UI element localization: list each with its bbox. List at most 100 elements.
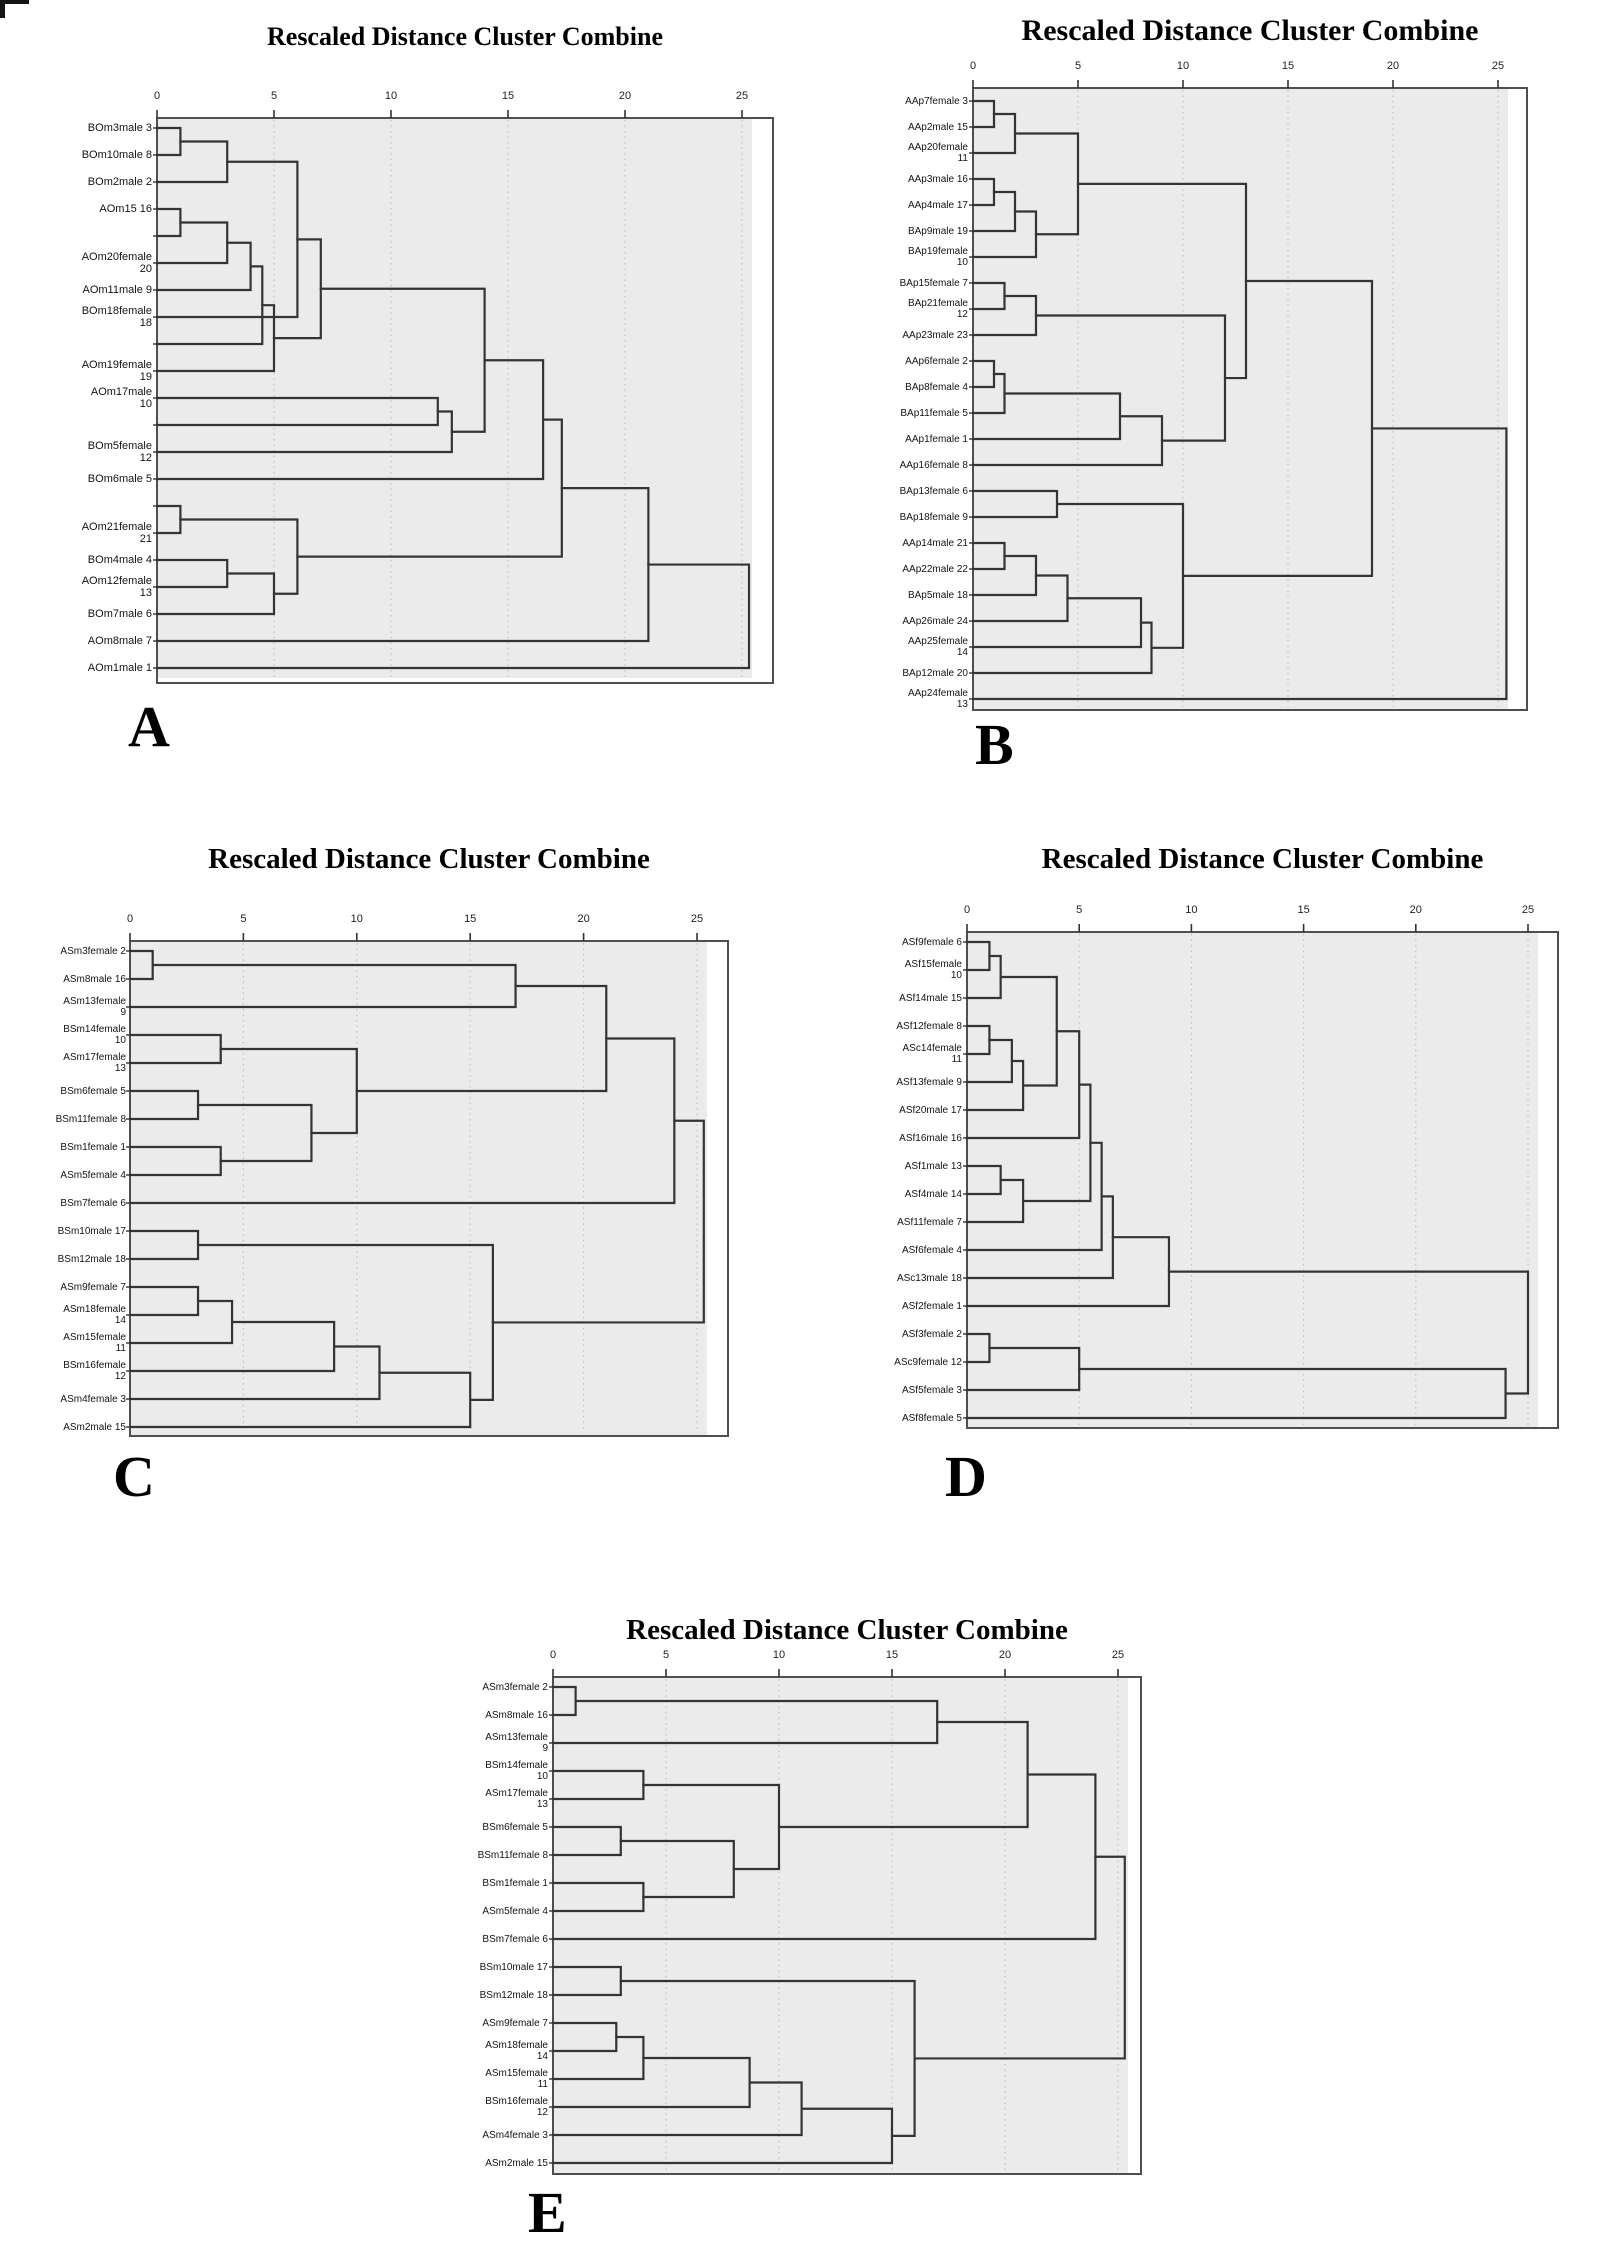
leaf-label: ASf13female 9 [896, 1076, 962, 1088]
dendrogram-link [155, 563, 751, 670]
axis-tick-label: 0 [126, 913, 134, 925]
leaf-label: ASm17female 13 [485, 1788, 548, 1810]
axis-tick-label: 15 [464, 913, 477, 925]
panel-E-plot [549, 1669, 1142, 2175]
panel-C-plot [126, 933, 729, 1437]
leaf-label: ASf20male 17 [899, 1104, 962, 1116]
axis-tick-label: 15 [1281, 60, 1295, 72]
leaf-label: ASc9female 12 [894, 1356, 962, 1368]
leaf-label: ASm4female 3 [60, 1393, 126, 1405]
axis-tick-label: 10 [1176, 60, 1190, 72]
leaf-label: BSm10male 17 [57, 1225, 126, 1237]
leaf-label: ASf1male 13 [904, 1160, 962, 1172]
axis-tick-label: 20 [577, 913, 590, 925]
leaf-label: BAp12male 20 [902, 667, 968, 679]
axis-tick-label: 20 [1409, 904, 1422, 916]
axis-tick-label: 0 [963, 904, 971, 916]
leaf-label: BOm6male 5 [87, 473, 152, 485]
leaf-label: ASf16male 16 [899, 1132, 962, 1144]
leaf-label: BOm18female 18 [81, 305, 152, 329]
leaf-label: ASm18female 14 [63, 1304, 126, 1326]
axis-tick-label: 0 [969, 60, 977, 72]
leaf-label: ASm5female 4 [60, 1169, 126, 1181]
leaf-label: AAp22male 22 [902, 563, 968, 575]
leaf-label: ASm13female 9 [485, 1732, 548, 1754]
leaf-label: BAp9male 19 [907, 225, 968, 237]
panel-e-letter: E [528, 2180, 567, 2245]
leaf-label: AAp4male 17 [907, 199, 968, 211]
leaf-label: AAp24female 13 [907, 688, 968, 710]
axis-tick-label: 0 [153, 90, 161, 102]
panel-d-title: Rescaled Distance Cluster Combine [1041, 843, 1484, 875]
leaf-label: BAp18female 9 [899, 511, 968, 523]
leaf-label: ASm17female 13 [63, 1052, 126, 1074]
leaf-label: ASm2male 15 [485, 2157, 548, 2169]
leaf-label: AAp7female 3 [905, 95, 968, 107]
leaf-label: AAp1female 1 [905, 433, 968, 445]
leaf-label: ASf6female 4 [901, 1244, 962, 1256]
leaf-label: BSm7female 6 [482, 1933, 548, 1945]
leaf-label: AAp20female 11 [907, 142, 968, 164]
leaf-label: AAp2male 15 [907, 121, 968, 133]
axis-tick-label: 0 [549, 1649, 557, 1661]
axis-tick-label: 15 [501, 90, 515, 102]
axis-tick-label: 15 [1297, 904, 1310, 916]
leaf-label: BSm11female 8 [477, 1849, 548, 1861]
leaf-label: ASm8male 16 [485, 1709, 548, 1721]
leaf-label: ASm15female 11 [485, 2068, 548, 2090]
corner-mark [0, 0, 29, 18]
leaf-label: AAp26male 24 [902, 615, 968, 627]
leaf-label: ASm4female 3 [482, 2129, 548, 2141]
leaf-label: ASm3female 2 [482, 1681, 548, 1693]
panel-c-title: Rescaled Distance Cluster Combine [208, 843, 650, 875]
leaf-label: BAp19female 10 [907, 246, 968, 268]
leaf-label: BSm10male 17 [479, 1961, 548, 1973]
leaf-label: BSm12male 18 [479, 1989, 548, 2001]
leaf-label: AAp3male 16 [907, 173, 968, 185]
dendrogram-link [971, 427, 1508, 701]
axis-tick-label: 5 [1074, 60, 1082, 72]
panel-b-letter: B [975, 712, 1014, 777]
leaf-label: ASm5female 4 [482, 1905, 548, 1917]
leaf-label: BSm6female 5 [482, 1821, 548, 1833]
axis-tick-label: 20 [618, 90, 632, 102]
axis-tick-label: 5 [270, 90, 278, 102]
panel-e-title: Rescaled Distance Cluster Combine [626, 1614, 1068, 1646]
leaf-label: ASf14male 15 [899, 992, 962, 1004]
panel-A-plot [153, 110, 774, 684]
leaf-label: ASf11female 7 [897, 1216, 962, 1228]
leaf-label: ASc13male 18 [896, 1272, 962, 1284]
leaf-label: AOm15 16 [99, 203, 152, 215]
axis-tick-label: 25 [1111, 1649, 1125, 1661]
leaf-label: AOm21female 21 [81, 521, 152, 545]
leaf-label: ASc14female 11 [902, 1043, 962, 1065]
axis-tick-label: 5 [1076, 904, 1083, 916]
leaf-label: BSm14female 10 [485, 1760, 548, 1782]
dendrogram-link [491, 1119, 705, 1324]
leaf-label: BOm7male 6 [87, 608, 152, 620]
leaf-label: BAp13female 6 [899, 485, 968, 497]
axis-tick-label: 20 [998, 1649, 1012, 1661]
leaf-label: AOm8male 7 [87, 635, 152, 647]
leaf-label: AAp23male 23 [902, 329, 968, 341]
axis-tick-label: 25 [1521, 904, 1535, 916]
leaf-label: ASf3female 2 [901, 1328, 962, 1340]
leaf-label: ASf9female 6 [901, 936, 962, 948]
panel-b-title: Rescaled Distance Cluster Combine [1021, 14, 1479, 47]
axis-tick-label: 5 [662, 1649, 670, 1661]
leaf-label: ASf12female 8 [896, 1020, 962, 1032]
axis-tick-label: 25 [735, 90, 749, 102]
leaf-label: AOm11male 9 [82, 284, 153, 296]
leaf-label: BSm1female 1 [60, 1141, 126, 1153]
leaf-label: ASf2female 1 [901, 1300, 962, 1312]
leaf-label: BOm4male 4 [87, 554, 152, 566]
leaf-label: AOm12female 13 [81, 575, 152, 599]
leaf-label: BAp5male 18 [907, 589, 968, 601]
leaf-label: BSm16female 12 [63, 1360, 126, 1382]
leaf-label: BOm3male 3 [87, 122, 152, 134]
axis-tick-label: 15 [885, 1649, 899, 1661]
axis-tick-label: 25 [1491, 60, 1505, 72]
leaf-label: AOm1male 1 [87, 662, 152, 674]
leaf-label: BSm16female 12 [485, 2096, 548, 2118]
